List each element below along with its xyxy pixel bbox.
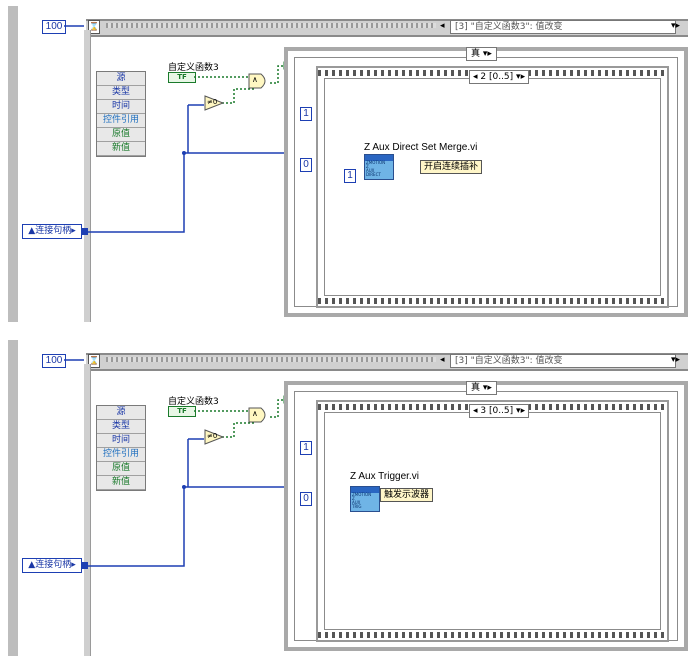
not-equal-zero-label: ≠0 bbox=[207, 432, 218, 440]
subvi-comment: 触发示波器 bbox=[380, 488, 434, 502]
stacked-sequence bbox=[316, 400, 669, 642]
subvi-comment: 开启连续插补 bbox=[420, 160, 483, 174]
const-one[interactable]: 1 bbox=[300, 441, 312, 455]
const-zero[interactable]: 0 bbox=[300, 158, 312, 172]
event-timeout-icon: ⌛ bbox=[88, 20, 100, 34]
event-timeout-icon: ⌛ bbox=[88, 354, 100, 368]
not-equal-zero-node[interactable] bbox=[204, 94, 224, 112]
event-structure-left-wall bbox=[84, 30, 91, 322]
const-inner-one[interactable]: 1 bbox=[344, 169, 356, 183]
connection-handle-terminal[interactable]: ▲连接句柄▸ bbox=[22, 558, 82, 573]
and-label: ∧ bbox=[252, 409, 258, 418]
event-prev-arrow[interactable]: ◂ bbox=[440, 355, 445, 365]
block-diagram-panel-bottom: 100 ⌛ ◂ [3] "自定义函数3": 值改变 ▾▸ 源 类型 时间 控件引… bbox=[8, 340, 688, 656]
event-field-type[interactable]: 类型 bbox=[97, 86, 145, 100]
and-label: ∧ bbox=[252, 75, 258, 84]
sequence-frame-selector[interactable]: ◂ 2 [0..5] ▾▸ bbox=[469, 70, 530, 84]
connection-handle-terminal[interactable]: ▲连接句柄▸ bbox=[22, 224, 82, 239]
case-selector[interactable]: 真 ▾▸ bbox=[466, 47, 497, 61]
event-field-time[interactable]: 时间 bbox=[97, 100, 145, 114]
outer-loop-frame bbox=[8, 340, 18, 656]
not-equal-zero-node[interactable] bbox=[204, 428, 224, 446]
event-data-node[interactable]: 源 类型 时间 控件引用 原值 新值 bbox=[96, 405, 146, 491]
event-case-selector[interactable]: [3] "自定义函数3": 值改变 bbox=[450, 20, 676, 34]
event-case-selector[interactable]: [3] "自定义函数3": 值改变 bbox=[450, 354, 676, 368]
outer-loop-frame bbox=[8, 6, 18, 322]
control-label: 自定义函数3 bbox=[168, 397, 219, 407]
event-structure-hatch bbox=[106, 23, 436, 28]
event-structure-left-wall bbox=[84, 364, 91, 656]
control-label: 自定义函数3 bbox=[168, 63, 219, 73]
and-node[interactable] bbox=[248, 72, 270, 90]
event-data-node[interactable]: 源 类型 时间 控件引用 原值 新值 bbox=[96, 71, 146, 157]
event-field-newval[interactable]: 新值 bbox=[97, 142, 145, 156]
event-field-time[interactable]: 时间 bbox=[97, 434, 145, 448]
event-field-oldval[interactable]: 原值 bbox=[97, 462, 145, 476]
event-field-newval[interactable]: 新值 bbox=[97, 476, 145, 490]
stacked-sequence bbox=[316, 66, 669, 308]
subvi-name-label: Z Aux Direct Set Merge.vi bbox=[364, 142, 478, 153]
subvi-name-label: Z Aux Trigger.vi bbox=[350, 471, 419, 482]
event-field-type[interactable]: 类型 bbox=[97, 420, 145, 434]
and-node[interactable] bbox=[248, 406, 270, 424]
const-zero[interactable]: 0 bbox=[300, 492, 312, 506]
event-field-ctlref[interactable]: 控件引用 bbox=[97, 448, 145, 462]
const-100[interactable]: 100 bbox=[42, 20, 66, 34]
sequence-frame-selector[interactable]: ◂ 3 [0..5] ▾▸ bbox=[469, 404, 530, 418]
block-diagram-panel-top: 100 ⌛ ◂ [3] "自定义函数3": 值改变 ▾▸ 源 类型 时间 控件引… bbox=[8, 6, 688, 322]
const-one[interactable]: 1 bbox=[300, 107, 312, 121]
event-next-arrow[interactable]: ▾▸ bbox=[671, 355, 681, 365]
event-structure-hatch bbox=[106, 357, 436, 362]
event-field-ctlref[interactable]: 控件引用 bbox=[97, 114, 145, 128]
event-prev-arrow[interactable]: ◂ bbox=[440, 21, 445, 31]
event-next-arrow[interactable]: ▾▸ bbox=[671, 21, 681, 31]
event-field-source[interactable]: 源 bbox=[97, 406, 145, 420]
not-equal-zero-label: ≠0 bbox=[207, 98, 218, 106]
event-field-source[interactable]: 源 bbox=[97, 72, 145, 86]
event-field-oldval[interactable]: 原值 bbox=[97, 128, 145, 142]
const-100[interactable]: 100 bbox=[42, 354, 66, 368]
case-selector[interactable]: 真 ▾▸ bbox=[466, 381, 497, 395]
